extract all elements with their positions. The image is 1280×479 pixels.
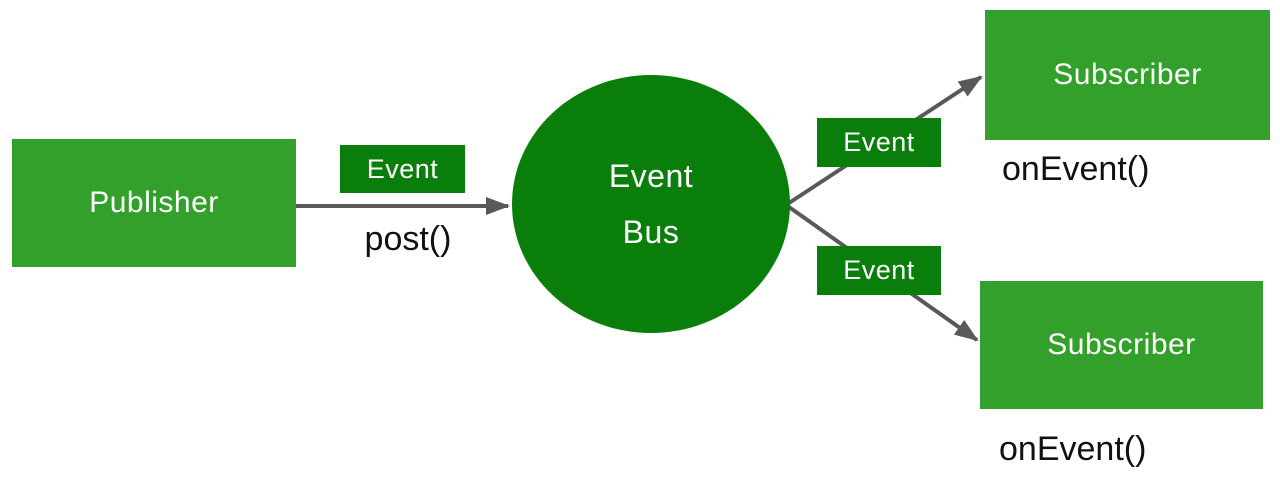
event-badge-publish-label: Event [366, 153, 439, 184]
event-badge-deliver-top: Event [817, 118, 941, 167]
subscriber-top-node: Subscriber [985, 10, 1270, 140]
subscriber-top-label: Subscriber [1053, 58, 1202, 91]
publisher-label: Publisher [89, 186, 219, 219]
onevent-bottom-label: onEvent() [999, 430, 1147, 468]
event-badge-deliver-bottom: Event [817, 246, 941, 295]
event-bus-node: Event Bus [512, 75, 790, 333]
event-bus-label-line1: Event [608, 158, 694, 194]
event-bus-label-line2: Bus [622, 214, 680, 250]
event-badge-deliver-top-label: Event [843, 127, 915, 157]
post-method-label: post() [364, 220, 452, 258]
publisher-node: Publisher [12, 139, 296, 267]
subscriber-bottom-label: Subscriber [1047, 328, 1196, 361]
subscriber-bottom-node: Subscriber [980, 281, 1263, 409]
event-badge-deliver-bottom-label: Event [843, 255, 915, 285]
onevent-top-label: onEvent() [1002, 150, 1150, 188]
event-badge-publish: Event [340, 145, 465, 193]
